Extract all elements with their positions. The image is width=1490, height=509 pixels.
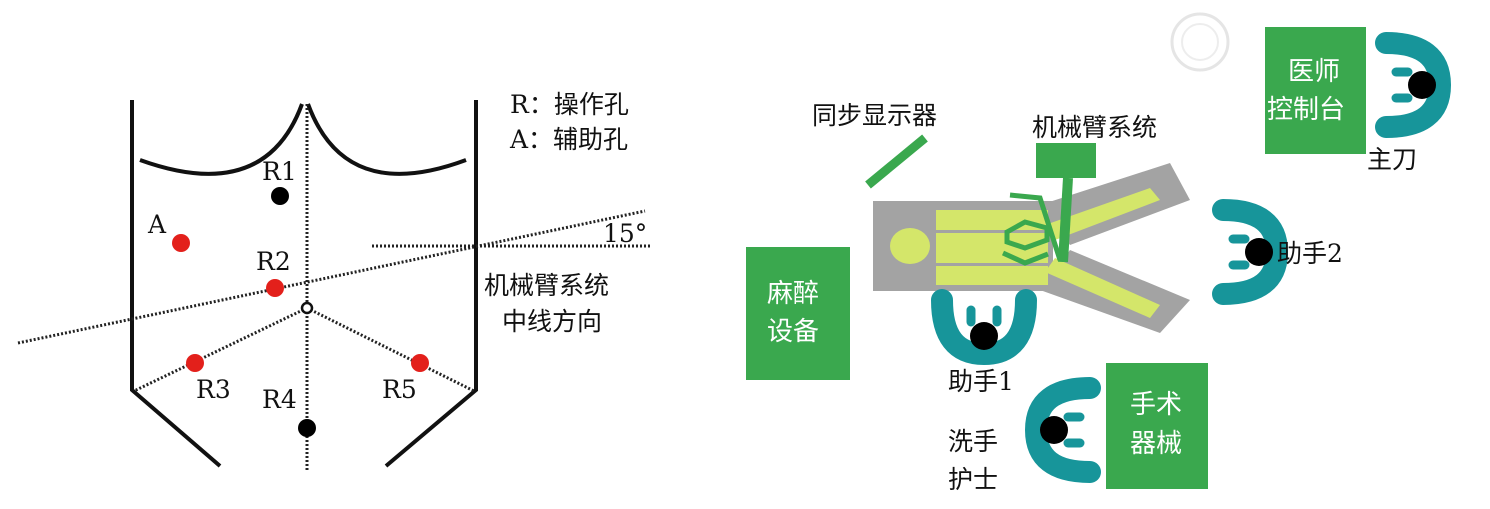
port-r2 [266,279,284,297]
instruments-line2: 器械 [1130,429,1182,459]
assistant2-figure [1223,210,1277,294]
anesthesia-line2: 设备 [767,317,819,347]
label-r2: R2 [256,247,291,276]
label-r3: R3 [196,375,231,404]
console-line1: 医师 [1288,57,1340,87]
label-r1: R1 [262,157,297,186]
anesthesia-line1: 麻醉 [767,279,819,309]
label-a: A [147,210,167,239]
port-a [172,234,190,252]
surgical-instruments [1106,363,1208,489]
instruments-line1: 手术 [1130,390,1182,420]
nurse-line2: 护士 [948,465,998,494]
display-label: 同步显示器 [812,101,937,130]
surgeon-label: 主刀 [1367,145,1417,174]
axis-label-line2: 中线方向 [502,307,602,336]
dotted-guides [17,104,650,470]
operating-room-layout: 同步显示器 机械臂系统 麻醉 设备 医师 控制台 手术 器械 [746,12,1440,494]
console-line2: 控制台 [1267,95,1345,125]
body-outline [130,100,478,468]
port-placement-diagram: R1 A R2 R3 R4 R5 R：操作孔 A：辅助孔 15° 机械臂系统 中… [17,90,650,470]
assistant1-figure [942,300,1026,354]
angle-label: 15° [603,219,647,248]
surgeon-console [1265,27,1366,154]
assistant1-label: 助手1 [948,367,1014,396]
patient-head [890,228,930,264]
assistant2-label: 助手2 [1277,239,1343,268]
robot-axis-line [17,209,646,345]
robot-arm-label: 机械臂系统 [1032,113,1157,142]
nurse-line1: 洗手 [948,427,998,456]
port-r5 [411,354,429,372]
anesthesia-equipment [746,247,850,380]
scrub-nurse-figure [1036,388,1090,472]
port-r4 [298,419,316,437]
legend-a: A：辅助孔 [509,125,628,154]
center-point [300,301,314,315]
port-r3 [186,354,204,372]
surgeon-figure [1386,43,1440,127]
sync-display [865,134,928,189]
watermark-seal [1170,12,1230,72]
axis-label-line1: 机械臂系统 [484,271,609,300]
legend-r: R：操作孔 [510,90,629,119]
port-r1 [271,187,289,205]
label-r5: R5 [382,375,417,404]
label-r4: R4 [262,385,297,414]
robot-arm-system [1001,143,1096,266]
